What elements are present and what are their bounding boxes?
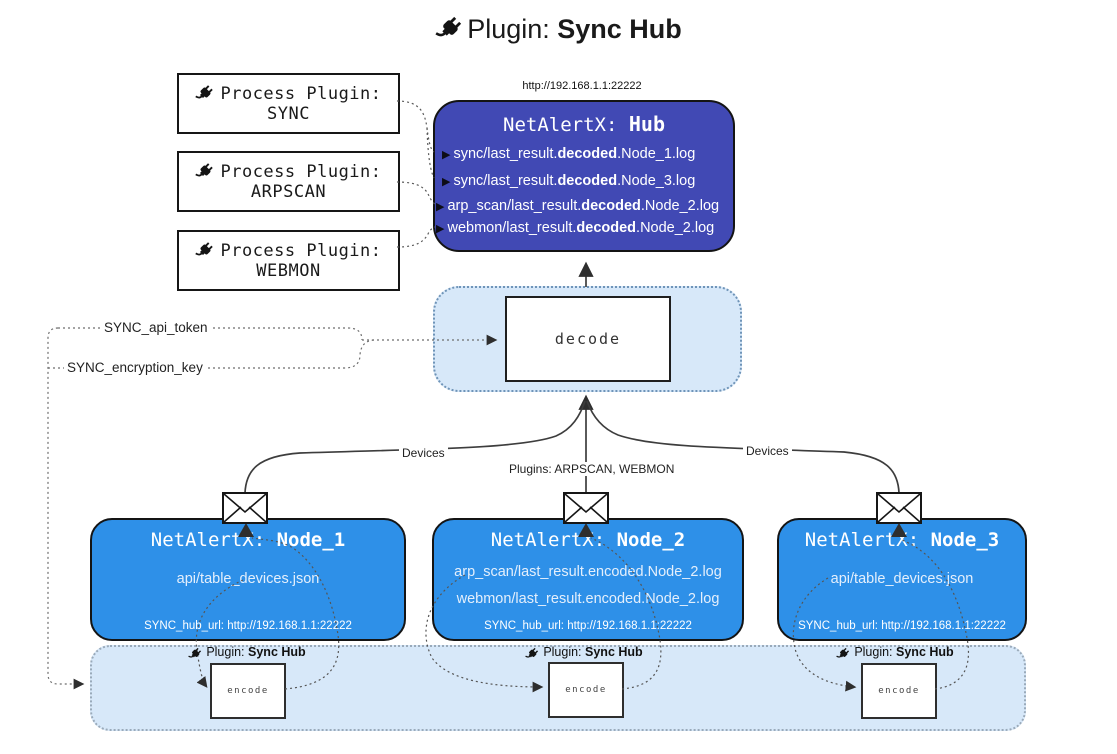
file-post: .Node_2.log <box>636 220 715 236</box>
hub-file-row: ▶sync/last_result.decoded.Node_1.log <box>442 146 695 164</box>
node-file: api/table_devices.json <box>176 571 320 587</box>
plug-icon <box>195 84 214 103</box>
file-pre: webmon/last_result. <box>447 220 577 236</box>
file-mid: decoded <box>557 173 618 189</box>
file-pre: arp_scan/last_result. <box>447 198 582 214</box>
hub-file-row: ▶arp_scan/last_result.decoded.Node_2.log <box>436 198 719 216</box>
node-3-box: NetAlertX: Node_3 api/table_devices.json… <box>777 518 1027 641</box>
process-plugin-label: Process Plugin: <box>220 83 382 104</box>
encode-box-3: encode <box>861 663 937 719</box>
plug-icon <box>195 241 214 260</box>
node-title-prefix: NetAlertX: <box>150 529 277 551</box>
page-title: Plugin: Sync Hub <box>0 14 1117 45</box>
devices-label-right: Devices <box>743 444 792 458</box>
encode-box-1: encode <box>210 663 286 719</box>
process-plugin-box-sync: Process Plugin: SYNC <box>177 73 400 134</box>
plugins-label-center: Plugins: ARPSCAN, WEBMON <box>506 462 674 476</box>
file-post: .Node_1.log <box>617 146 696 162</box>
process-plugin-name: SYNC <box>267 103 310 124</box>
process-plugin-box-arpscan: Process Plugin: ARPSCAN <box>177 151 400 212</box>
process-plugin-box-webmon: Process Plugin: WEBMON <box>177 230 400 291</box>
plug-icon <box>836 647 850 661</box>
arrow-right-icon: ▶ <box>436 201 445 213</box>
band-plugin-prefix: Plugin: <box>543 645 586 659</box>
node-file: api/table_devices.json <box>830 571 974 587</box>
process-plugin-label: Process Plugin: <box>220 161 382 182</box>
node-file: arp_scan/last_result.encoded.Node_2.log <box>454 564 722 580</box>
node-title-name: Node_1 <box>276 529 346 551</box>
file-pre: sync/last_result. <box>453 146 558 162</box>
file-mid: decoded <box>557 146 618 162</box>
file-post: .Node_3.log <box>617 173 696 189</box>
hub-file-row: ▶webmon/last_result.decoded.Node_2.log <box>436 220 714 238</box>
file-pre: sync/last_result. <box>453 173 558 189</box>
file-mid: decoded <box>581 198 641 214</box>
node-hub-url: SYNC_hub_url: http://192.168.1.1:22222 <box>484 620 692 632</box>
node-title-name: Node_2 <box>616 529 686 551</box>
band-plugin-label: Plugin: Sync Hub <box>177 645 317 661</box>
devices-label-left: Devices <box>399 446 448 460</box>
hub-title-prefix: NetAlertX: <box>503 114 629 136</box>
node-hub-url: SYNC_hub_url: http://192.168.1.1:22222 <box>798 620 1006 632</box>
node-title-prefix: NetAlertX: <box>804 529 931 551</box>
arrow-right-icon: ▶ <box>442 149 451 161</box>
hub-url-label: http://192.168.1.1:22222 <box>522 80 642 92</box>
edge-keys-down-to-band <box>47 327 85 690</box>
node-hub-url: SYNC_hub_url: http://192.168.1.1:22222 <box>144 620 352 632</box>
edge-sync-to-hub1 <box>396 100 435 153</box>
process-plugin-name: WEBMON <box>256 260 321 281</box>
node-file: webmon/last_result.encoded.Node_2.log <box>456 591 720 607</box>
page-title-name: Sync Hub <box>557 14 682 44</box>
node-2-box: NetAlertX: Node_2 arp_scan/last_result.e… <box>432 518 744 641</box>
plug-icon <box>188 647 202 661</box>
plug-icon <box>195 162 214 181</box>
hub-box: NetAlertX: Hub ▶sync/last_result.decoded… <box>433 100 735 252</box>
band-plugin-prefix: Plugin: <box>854 645 897 659</box>
edge-arpscan-to-hub3 <box>396 181 436 205</box>
process-plugin-name: ARPSCAN <box>250 181 327 202</box>
band-plugin-name: Sync Hub <box>248 645 306 659</box>
page-title-prefix: Plugin: <box>467 14 558 44</box>
node-title-name: Node_3 <box>930 529 1000 551</box>
hub-file-row: ▶sync/last_result.decoded.Node_3.log <box>442 173 695 191</box>
arrow-right-icon: ▶ <box>442 176 451 188</box>
sync-encryption-key-label: SYNC_encryption_key <box>64 360 206 375</box>
process-plugin-label: Process Plugin: <box>220 240 382 261</box>
edge-webmon-to-hub4 <box>396 226 436 248</box>
band-plugin-label: Plugin: Sync Hub <box>825 645 965 661</box>
decode-box: decode <box>505 296 671 382</box>
band-plugin-prefix: Plugin: <box>206 645 249 659</box>
arrow-right-icon: ▶ <box>436 223 445 235</box>
node-1-box: NetAlertX: Node_1 api/table_devices.json… <box>90 518 406 641</box>
file-mid: decoded <box>576 220 637 236</box>
node-title-prefix: NetAlertX: <box>490 529 617 551</box>
plug-icon <box>435 15 463 43</box>
file-post: .Node_2.log <box>640 198 720 214</box>
band-plugin-name: Sync Hub <box>896 645 954 659</box>
hub-title-name: Hub <box>628 112 665 136</box>
band-plugin-label: Plugin: Sync Hub <box>514 645 654 661</box>
sync-api-token-label: SYNC_api_token <box>101 320 211 335</box>
plug-icon <box>525 647 539 661</box>
encode-box-2: encode <box>548 662 624 718</box>
band-plugin-name: Sync Hub <box>585 645 643 659</box>
